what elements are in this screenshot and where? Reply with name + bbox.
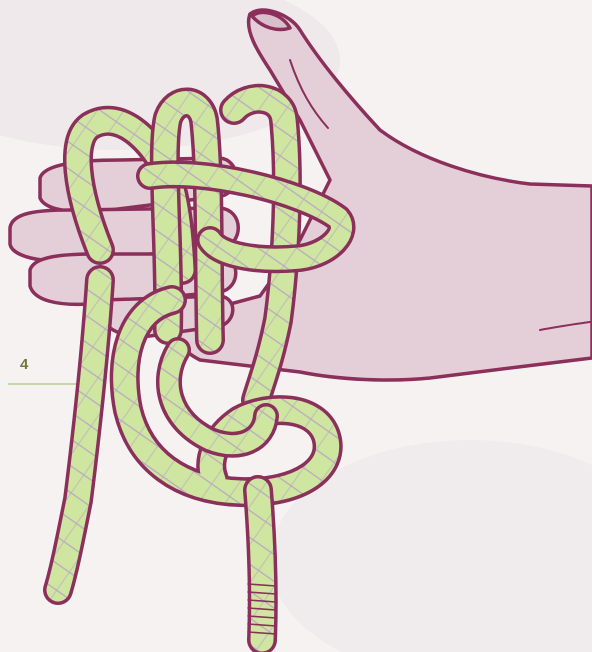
step-number: 4 [20, 356, 28, 373]
